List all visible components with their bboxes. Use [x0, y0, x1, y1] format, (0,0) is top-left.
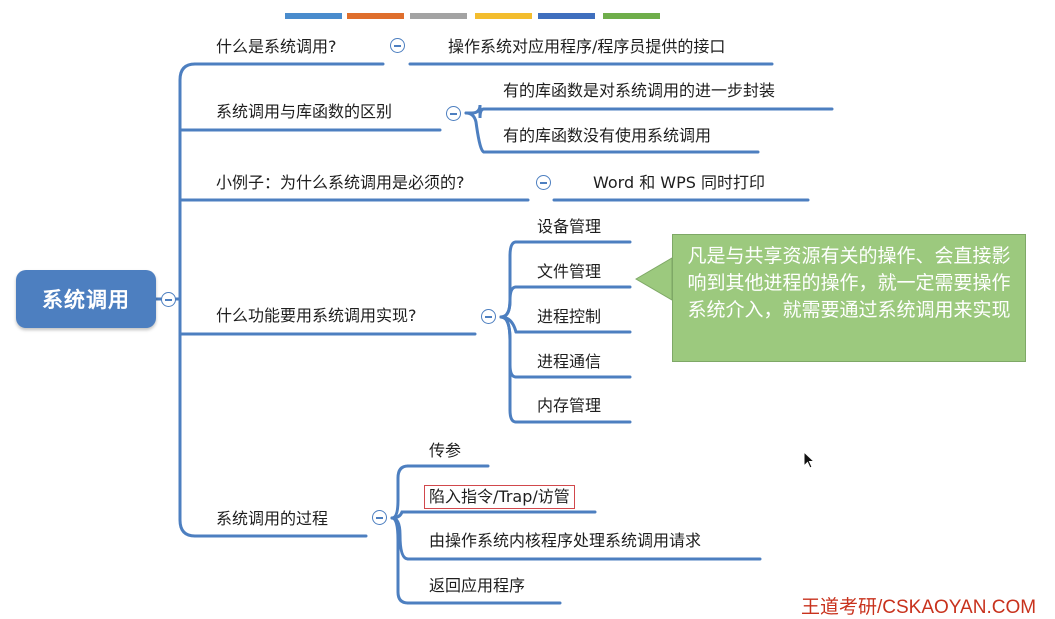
leaf-label[interactable]: 设备管理	[537, 217, 602, 236]
branch-label[interactable]: 系统调用与库函数的区别	[216, 102, 393, 121]
leaf-label[interactable]: Word 和 WPS 同时打印	[593, 173, 766, 192]
minus-circle-icon[interactable]	[536, 175, 551, 190]
leaf-label[interactable]: 由操作系统内核程序处理系统调用请求	[429, 531, 702, 550]
branch-label[interactable]: 什么功能要用系统调用实现?	[216, 306, 417, 325]
color-swatch-2	[347, 13, 404, 19]
mouse-pointer-icon	[803, 451, 815, 469]
color-swatch-1	[285, 13, 342, 19]
leaf-label[interactable]: 进程控制	[537, 307, 602, 326]
leaf-label-highlighted[interactable]: 陷入指令/Trap/访管	[424, 485, 575, 509]
callout-note[interactable]: 凡是与共享资源有关的操作、会直接影响到其他进程的操作，就一定需要操作系统介入，就…	[672, 234, 1026, 362]
color-swatch-3	[410, 13, 467, 19]
color-swatch-4	[475, 13, 532, 19]
leaf-label[interactable]: 传参	[429, 441, 462, 460]
minus-circle-icon[interactable]	[446, 106, 461, 121]
branch-label[interactable]: 小例子：为什么系统调用是必须的?	[216, 173, 465, 192]
branch-label[interactable]: 系统调用的过程	[216, 509, 329, 528]
minus-circle-icon[interactable]	[390, 38, 405, 53]
leaf-label[interactable]: 内存管理	[537, 396, 602, 415]
root-node-label: 系统调用	[42, 288, 130, 312]
branch-label[interactable]: 什么是系统调用?	[216, 37, 337, 56]
minus-circle-icon[interactable]	[161, 292, 176, 307]
minus-circle-icon[interactable]	[481, 309, 496, 324]
watermark-text: 王道考研/CSKAOYAN.COM	[801, 597, 1037, 618]
callout-text: 凡是与共享资源有关的操作、会直接影响到其他进程的操作，就一定需要操作系统介入，就…	[687, 245, 1011, 321]
leaf-label[interactable]: 操作系统对应用程序/程序员提供的接口	[448, 37, 726, 56]
leaf-label[interactable]: 返回应用程序	[429, 576, 526, 595]
leaf-label[interactable]: 文件管理	[537, 262, 602, 281]
leaf-label[interactable]: 进程通信	[537, 352, 602, 371]
leaf-label[interactable]: 有的库函数没有使用系统调用	[503, 126, 712, 145]
leaf-label[interactable]: 有的库函数是对系统调用的进一步封装	[503, 81, 776, 100]
color-swatch-5	[538, 13, 595, 19]
color-swatch-6	[603, 13, 660, 19]
minus-circle-icon[interactable]	[372, 510, 387, 525]
root-node[interactable]: 系统调用	[16, 270, 156, 328]
